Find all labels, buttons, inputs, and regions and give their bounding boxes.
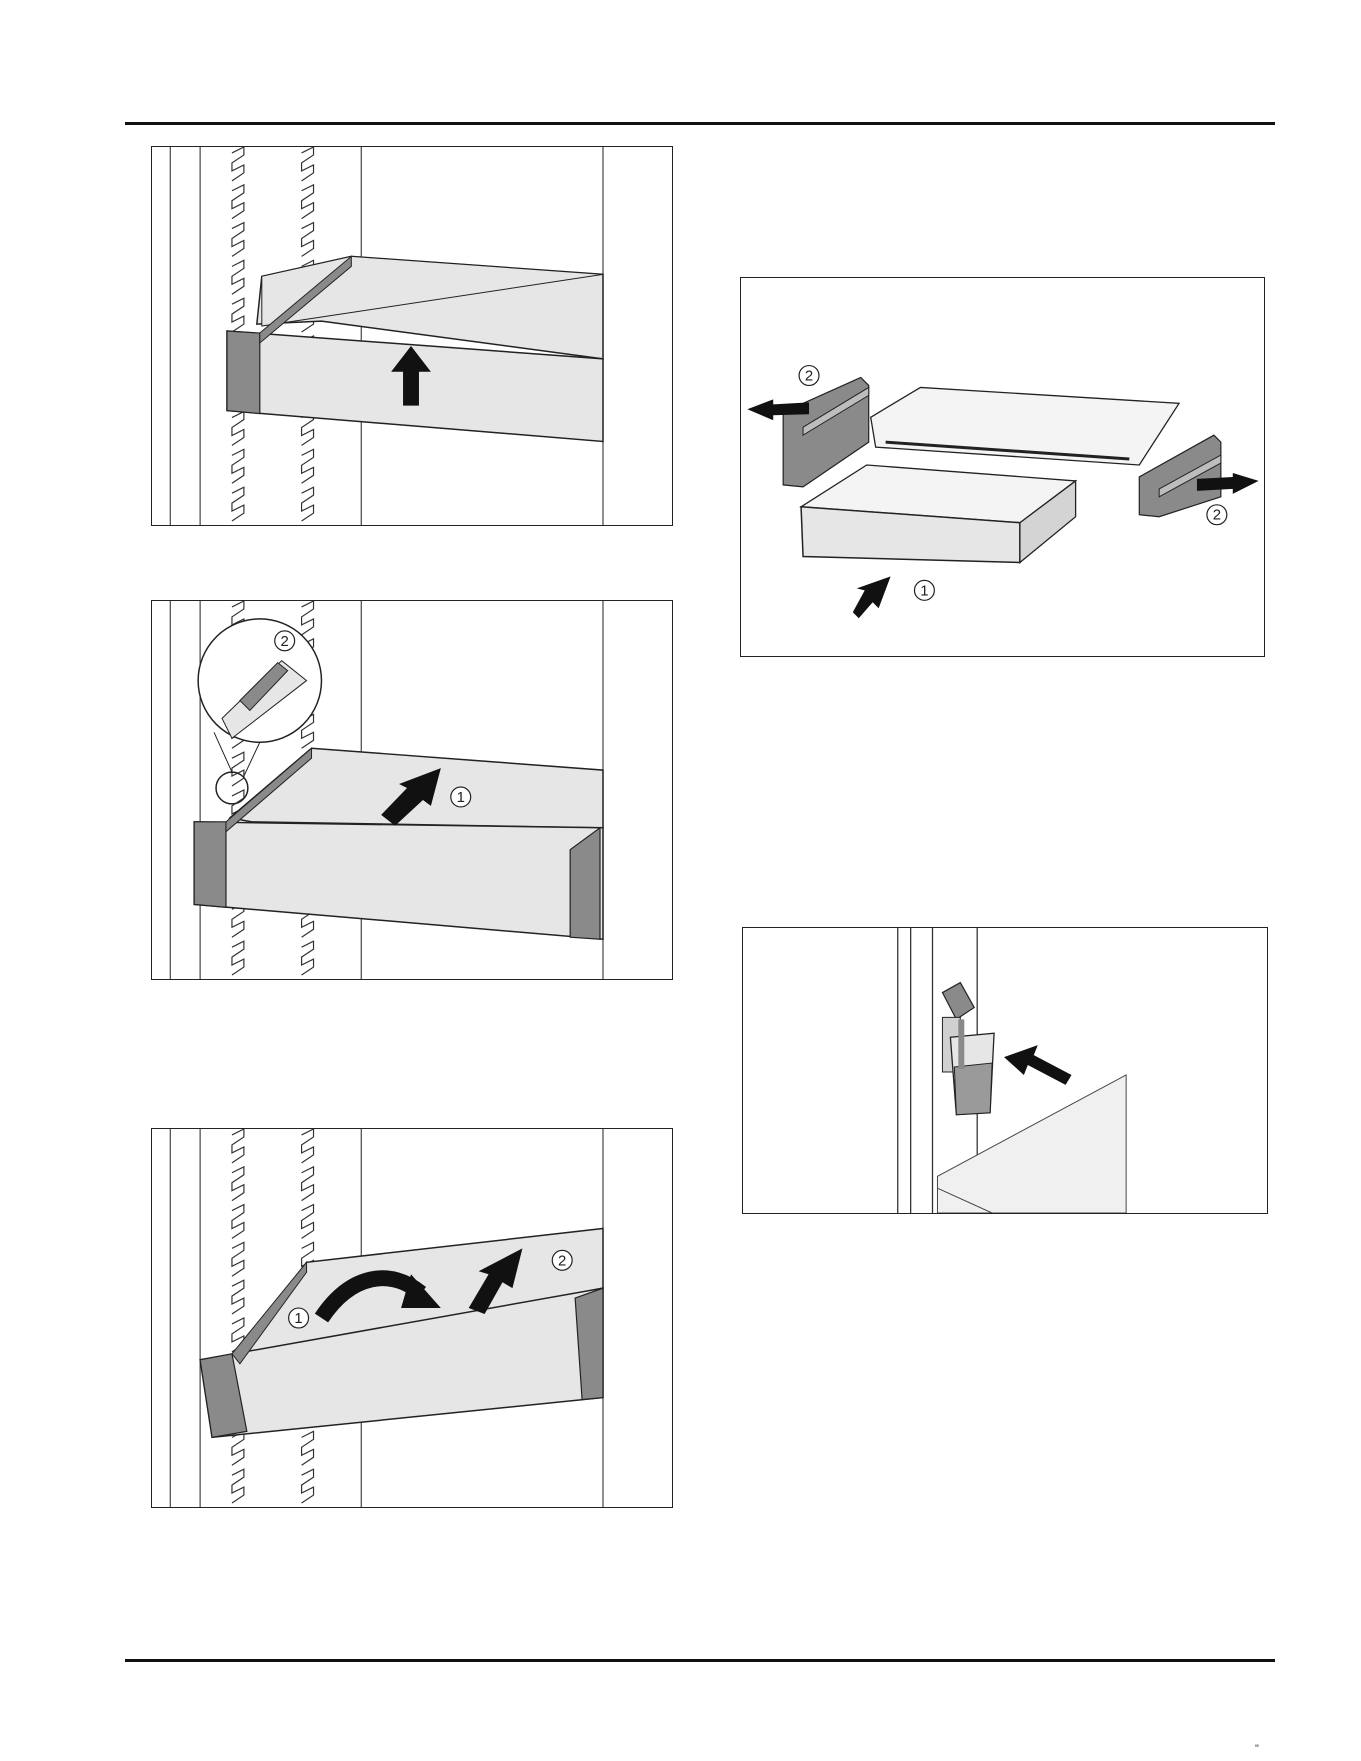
figure-shelf-pull: 1 2 xyxy=(151,600,673,980)
figure-shelf-lift xyxy=(151,146,673,526)
rack-slot xyxy=(232,752,244,786)
footer-mark: " xyxy=(1255,1743,1259,1755)
rack-slot xyxy=(302,1205,314,1239)
rack-slot xyxy=(302,147,314,181)
callout-2-left: 2 xyxy=(805,367,813,384)
glass-plate xyxy=(871,387,1179,465)
figure-water-dispenser xyxy=(742,927,1268,1214)
rack-slot xyxy=(232,449,244,483)
figure-drawer-remove: 2 2 1 xyxy=(740,277,1265,657)
callout-1: 1 xyxy=(457,789,465,806)
rack-slot xyxy=(302,223,314,257)
rack-slot xyxy=(232,1280,244,1314)
callout-2: 2 xyxy=(558,1252,566,1269)
rack-slot xyxy=(232,1242,244,1276)
down-left-arrow-icon xyxy=(853,576,891,618)
shelf-tilt-illustration: 1 2 xyxy=(152,1129,672,1507)
rack-slot xyxy=(232,941,244,975)
rack-slot xyxy=(302,1129,314,1163)
rack-slot xyxy=(302,1469,314,1503)
rack-slot xyxy=(232,1167,244,1201)
callout-2: 2 xyxy=(281,633,289,650)
shelf-pull-illustration: 1 2 xyxy=(152,601,672,979)
rack-slot xyxy=(232,412,244,446)
rack-slot xyxy=(232,260,244,294)
rack-slot xyxy=(232,185,244,219)
callout-2-right: 2 xyxy=(1213,507,1221,524)
rack-slot xyxy=(232,298,244,332)
header-rule xyxy=(125,122,1275,125)
rack-slot xyxy=(232,223,244,257)
rack-slot xyxy=(302,449,314,483)
rack-slot xyxy=(302,1167,314,1201)
footer-rule xyxy=(125,1659,1275,1662)
rack-slot xyxy=(302,185,314,219)
rack-slot xyxy=(232,1431,244,1465)
rack-slot xyxy=(302,487,314,521)
rack-slot xyxy=(232,1129,244,1163)
rack-slot xyxy=(302,601,314,635)
drawer-remove-illustration: 2 2 1 xyxy=(741,278,1264,656)
figure-shelf-tilt: 1 2 xyxy=(151,1128,673,1508)
rack-slot xyxy=(302,941,314,975)
callout-1: 1 xyxy=(294,1310,302,1327)
rack-slot xyxy=(232,1469,244,1503)
water-dispenser-illustration xyxy=(743,928,1267,1213)
callout-1: 1 xyxy=(920,582,928,599)
rack-slot xyxy=(302,1431,314,1465)
rack-slot xyxy=(232,1205,244,1239)
rack-slot xyxy=(232,147,244,181)
rack-slot xyxy=(232,487,244,521)
left-arrow-icon xyxy=(1004,1045,1072,1085)
shelf-lift-illustration xyxy=(152,147,672,525)
